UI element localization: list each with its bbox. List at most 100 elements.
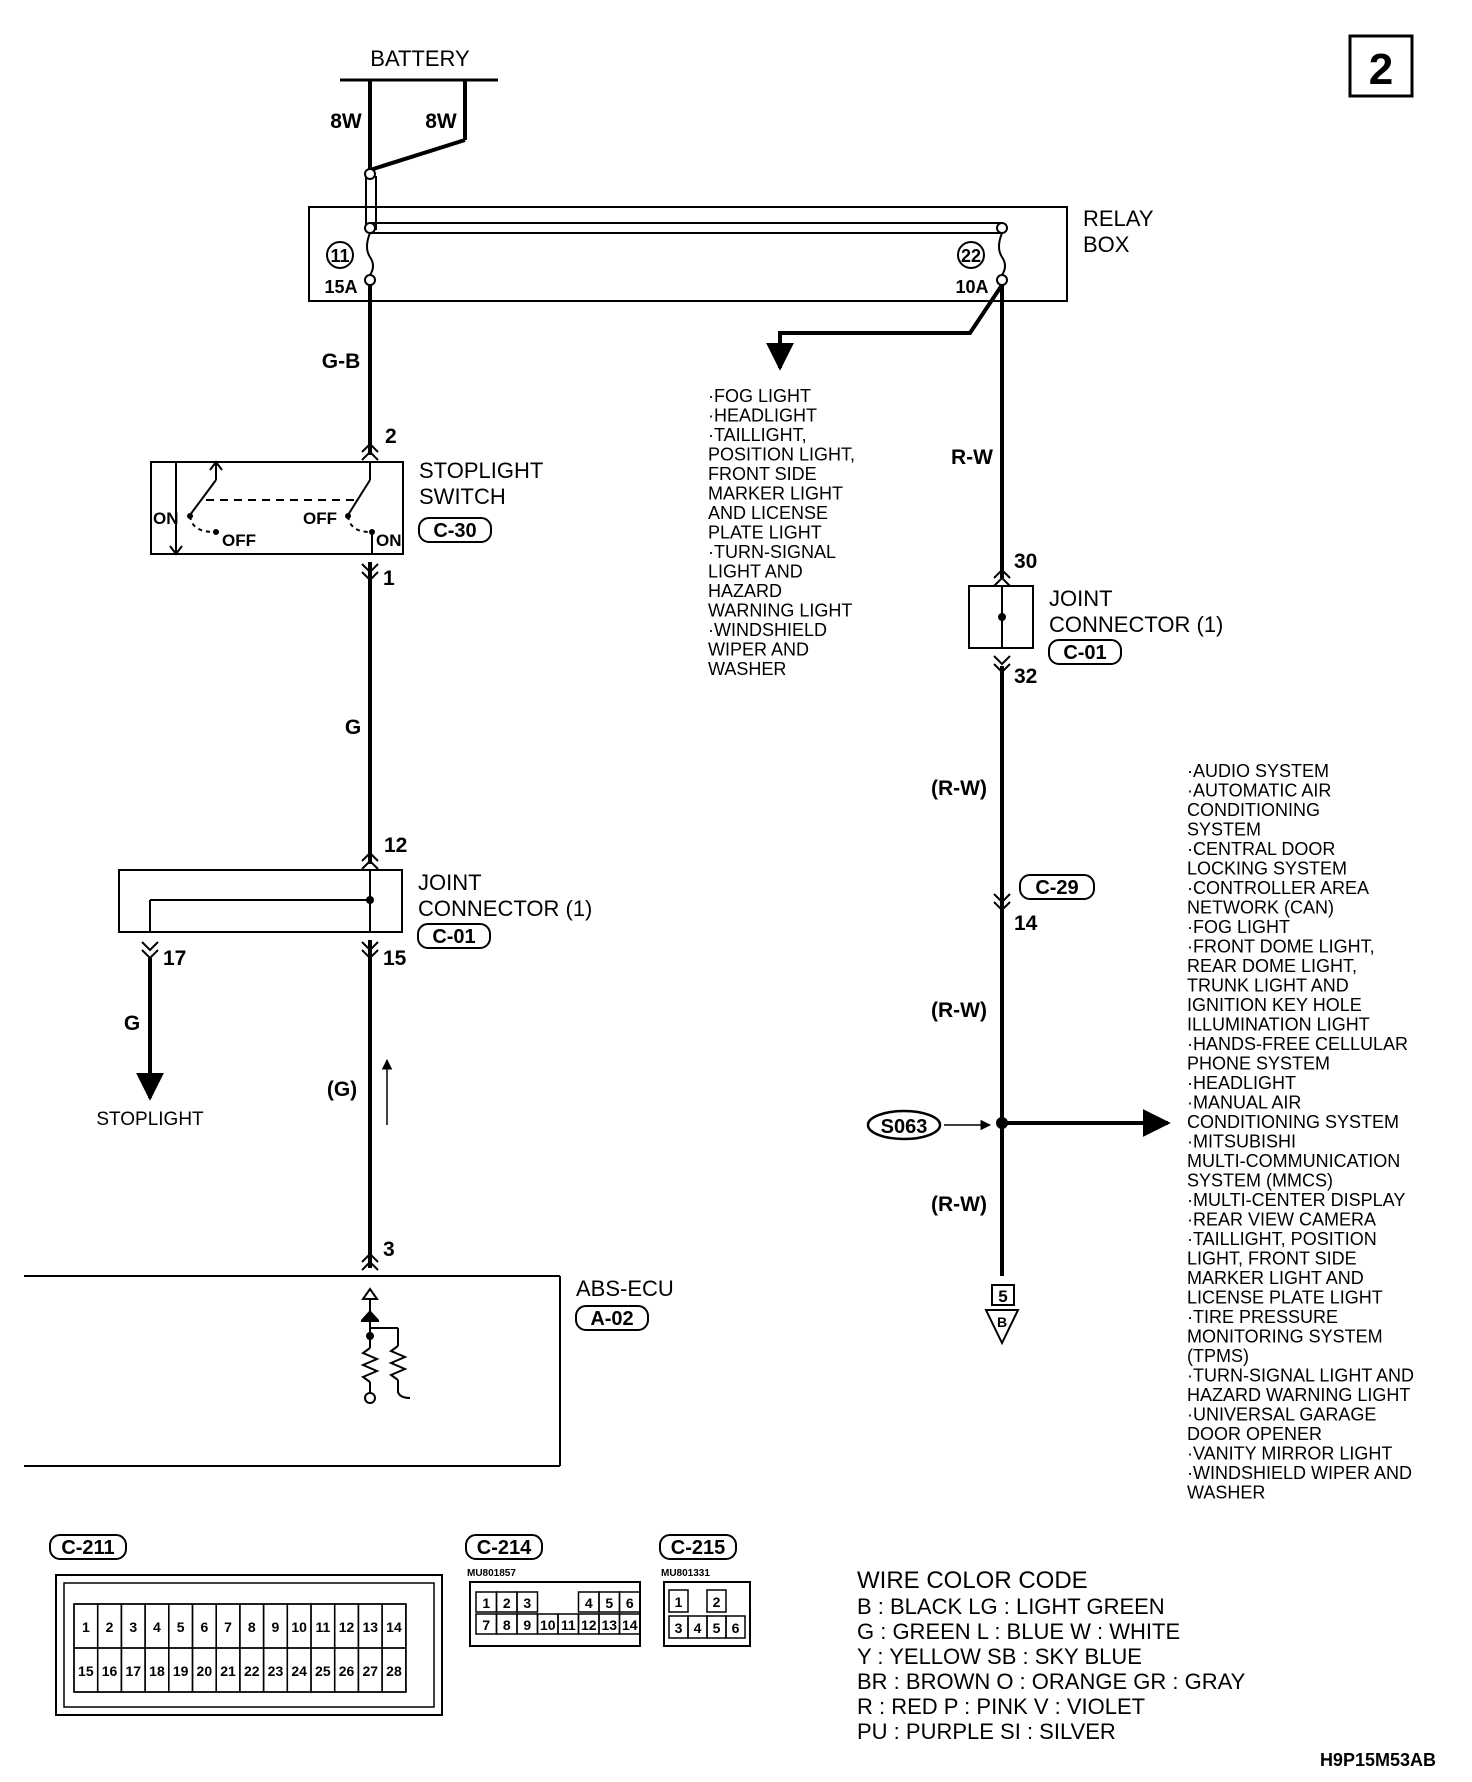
fuse-11-number: 11 xyxy=(330,246,349,266)
list-item: ·FOG LIGHT xyxy=(708,386,811,406)
connector-pin-number: 18 xyxy=(149,1663,165,1679)
connector-pin-number: 7 xyxy=(482,1617,490,1633)
splice-s063: S063 xyxy=(881,1116,928,1138)
list-item: WIPER AND xyxy=(708,640,809,660)
connector-pin-cell xyxy=(725,1615,746,1639)
color-code-title: WIRE COLOR CODE xyxy=(857,1567,1088,1594)
connector-pin-number: 14 xyxy=(386,1619,402,1635)
page-number: 2 xyxy=(1369,45,1393,94)
stoplight-switch: ON OFF OFF ON 2 1 STOPLIGHT SWITCH C-30 xyxy=(150,425,543,590)
list-item: WASHER xyxy=(708,659,786,679)
stoplight-switch-connector: C-30 xyxy=(433,520,476,542)
color-code-line: B : BLACK LG : LIGHT GREEN xyxy=(857,1594,1165,1619)
connector-pin-number: 3 xyxy=(675,1620,683,1636)
connector-pin-number: 9 xyxy=(523,1617,531,1633)
page-number-box: 2 xyxy=(1348,34,1414,98)
connector-pin-cell xyxy=(381,1647,407,1693)
connector-pin-number: 3 xyxy=(129,1619,137,1635)
connector-pin-number: 13 xyxy=(601,1617,617,1633)
connector-pin-cell xyxy=(706,1589,727,1613)
list-item: MARKER LIGHT AND xyxy=(1187,1268,1364,1288)
list-item: FRONT SIDE xyxy=(708,464,817,484)
list-item: ·AUTOMATIC AIR xyxy=(1187,781,1331,801)
connector-pin-number: 1 xyxy=(82,1619,90,1635)
stoplight-switch-label-1: STOPLIGHT xyxy=(419,458,543,483)
joint-right-label-2: CONNECTOR (1) xyxy=(1049,612,1223,637)
list-item: POSITION LIGHT, xyxy=(708,445,855,465)
connector-pin-number: 6 xyxy=(200,1619,208,1635)
list-item: ·MANUAL AIR xyxy=(1187,1093,1301,1113)
list-item: HAZARD WARNING LIGHT xyxy=(1187,1385,1410,1405)
fuse-22-load-list: ·FOG LIGHT·HEADLIGHT·TAILLIGHT, POSITION… xyxy=(708,386,855,679)
joint-connector-left: 12 17 15 JOINT CONNECTOR (1) C-01 G STOP… xyxy=(96,834,592,1130)
connector-pin-number: 10 xyxy=(291,1619,307,1635)
list-item: ·CONTROLLER AREA xyxy=(1187,878,1369,898)
connector-pin-number: 20 xyxy=(197,1663,213,1679)
color-code-line: Y : YELLOW SB : SKY BLUE xyxy=(857,1644,1142,1669)
connector-pin-number: 1 xyxy=(482,1595,490,1611)
list-item: REAR DOME LIGHT, xyxy=(1187,956,1357,976)
c214-label: C-214 xyxy=(477,1537,532,1559)
color-code-line: G : GREEN L : BLUE W : WHITE xyxy=(857,1619,1180,1644)
connector-pin-number: 8 xyxy=(248,1619,256,1635)
joint-left-label-1: JOINT xyxy=(418,870,482,895)
connector-pin-number: 5 xyxy=(713,1620,721,1636)
wire-r-w-paren-3: (R-W) xyxy=(931,1193,987,1216)
list-item: WARNING LIGHT xyxy=(708,601,852,621)
switch-off-left: OFF xyxy=(222,531,256,550)
list-item: MULTI-COMMUNICATION xyxy=(1187,1151,1400,1171)
list-item: ILLUMINATION LIGHT xyxy=(1187,1015,1370,1035)
connector-pin-number: 1 xyxy=(675,1594,683,1610)
connector-pin-number: 8 xyxy=(503,1617,511,1633)
list-item: ·TIRE PRESSURE xyxy=(1187,1307,1338,1327)
list-item: CONDITIONING SYSTEM xyxy=(1187,1112,1399,1132)
list-item: MONITORING SYSTEM xyxy=(1187,1327,1383,1347)
list-item: ·HANDS-FREE CELLULAR xyxy=(1187,1034,1408,1054)
connector-pin-number: 2 xyxy=(503,1595,511,1611)
wire-color-code: WIRE COLOR CODE B : BLACK LG : LIGHT GRE… xyxy=(857,1567,1246,1744)
wire-g-paren: (G) xyxy=(327,1078,357,1101)
connector-pin-cell xyxy=(618,1591,641,1613)
joint-left-connector: C-01 xyxy=(432,926,475,948)
list-item: ·UNIVERSAL GARAGE xyxy=(1187,1405,1376,1425)
list-item: AND LICENSE xyxy=(708,503,828,523)
switch-off-right: OFF xyxy=(303,509,337,528)
list-item: ·WINDSHIELD WIPER AND xyxy=(1187,1463,1412,1483)
ground-ref-letter: B xyxy=(997,1314,1007,1330)
joint-right-pin-bottom: 32 xyxy=(1014,665,1037,688)
list-item: ·TAILLIGHT, xyxy=(708,425,807,445)
connector-pin-number: 28 xyxy=(386,1663,402,1679)
connector-pin-number: 22 xyxy=(244,1663,260,1679)
c215-label: C-215 xyxy=(671,1537,725,1559)
joint-left-pin-top: 12 xyxy=(384,834,407,857)
connector-pin-number: 14 xyxy=(622,1617,638,1633)
list-item: ·CENTRAL DOOR xyxy=(1187,839,1335,859)
fuse-22-number: 22 xyxy=(961,246,981,266)
color-code-line: BR : BROWN O : ORANGE GR : GRAY xyxy=(857,1669,1246,1694)
list-item: LICENSE PLATE LIGHT xyxy=(1187,1288,1383,1308)
figure-code: H9P15M53AB xyxy=(1320,1750,1436,1770)
list-item: ·FOG LIGHT xyxy=(1187,917,1290,937)
list-item: PHONE SYSTEM xyxy=(1187,1054,1330,1074)
wire-g-b: G-B xyxy=(322,350,361,373)
connector-pin-number: 10 xyxy=(540,1617,556,1633)
connector-pin-number: 21 xyxy=(220,1663,236,1679)
list-item: ·HEADLIGHT xyxy=(1187,1073,1296,1093)
stoplight-switch-pin-top: 2 xyxy=(385,425,397,448)
list-item: LOCKING SYSTEM xyxy=(1187,859,1347,879)
ground-ref-page: 5 xyxy=(998,1287,1007,1306)
abs-ecu-pin: 3 xyxy=(383,1238,395,1261)
list-item: (TPMS) xyxy=(1187,1346,1249,1366)
stoplight-switch-label-2: SWITCH xyxy=(419,484,506,509)
connector-pin-number: 4 xyxy=(153,1619,161,1635)
list-item: ·REAR VIEW CAMERA xyxy=(1187,1210,1376,1230)
list-item: IGNITION KEY HOLE xyxy=(1187,995,1362,1015)
connector-pin-number: 6 xyxy=(732,1620,740,1636)
relay-box-label-2: BOX xyxy=(1083,232,1130,257)
list-item: PLATE LIGHT xyxy=(708,523,822,543)
left-circuit-wires: G-B G (G) xyxy=(322,285,393,1268)
list-item: HAZARD xyxy=(708,581,782,601)
abs-ecu: 3 ABS-ECU A-02 xyxy=(24,1238,674,1467)
battery: BATTERY 8W 8W xyxy=(330,46,498,172)
